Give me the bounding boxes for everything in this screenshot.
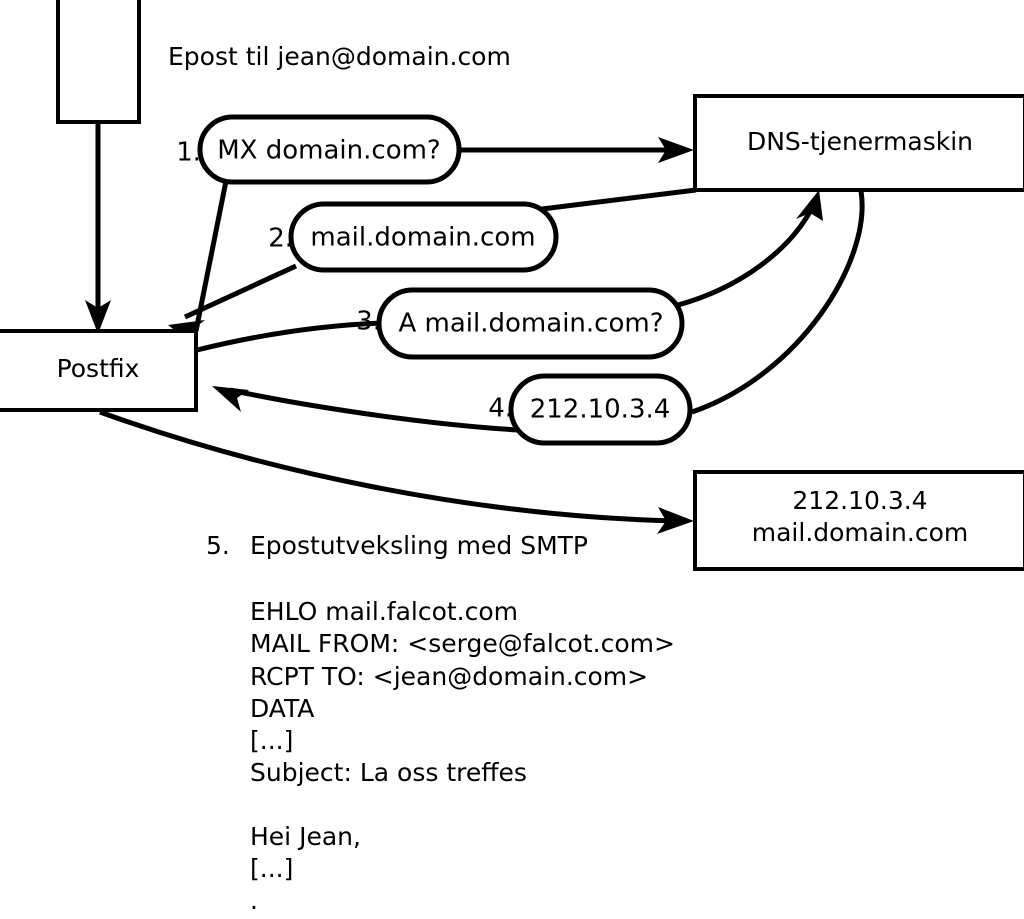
bubble-step-3[interactable]: A mail.domain.com? xyxy=(376,287,685,360)
smtp-transcript: EHLO mail.falcot.com MAIL FROM: <serge@f… xyxy=(250,597,675,915)
bubble-step-2[interactable]: mail.domain.com xyxy=(288,201,559,273)
edge-dns-to-step2 xyxy=(541,187,697,212)
edge-step4-to-postfix xyxy=(212,386,519,433)
bubble-step-2-label: mail.domain.com xyxy=(310,223,535,253)
node-mail-server[interactable]: 212.10.3.4 mail.domain.com xyxy=(693,470,1024,571)
postfix-label: Postfix xyxy=(57,354,140,383)
bubble-step-3-label: A mail.domain.com? xyxy=(399,309,664,339)
node-postfix[interactable]: Postfix xyxy=(0,329,198,412)
step-number-1: 1. xyxy=(176,138,201,168)
transcript-line: [...] xyxy=(250,726,293,755)
step-number-3: 3. xyxy=(356,307,381,337)
edge-dns-to-step4 xyxy=(691,190,865,415)
step-5-label: Epostutveksling med SMTP xyxy=(250,531,588,560)
edge-step3-to-dns xyxy=(677,190,823,308)
bubble-step-4-label: 212.10.3.4 xyxy=(530,395,671,425)
transcript-line: MAIL FROM: <serge@falcot.com> xyxy=(250,629,675,658)
transcript-line: Hei Jean, xyxy=(250,822,361,851)
node-dns-server[interactable]: DNS-tjenermaskin xyxy=(693,94,1024,192)
step-number-2: 2. xyxy=(268,224,293,254)
transcript-line: Subject: La oss treffes xyxy=(250,758,527,787)
dns-server-label: DNS-tjenermaskin xyxy=(747,127,973,156)
step-number-4: 4. xyxy=(488,394,513,424)
bubble-step-1[interactable]: MX domain.com? xyxy=(197,114,462,185)
mail-server-hostname: mail.domain.com xyxy=(752,518,968,547)
page-title: Epost til jean@domain.com xyxy=(168,42,511,71)
transcript-line: DATA xyxy=(250,694,314,723)
transcript-line: [...] xyxy=(250,854,293,883)
edge-client-to-postfix xyxy=(85,122,111,334)
edge-step1-to-dns xyxy=(458,137,694,163)
node-client[interactable] xyxy=(56,0,141,124)
transcript-line: EHLO mail.falcot.com xyxy=(250,597,518,626)
edge-postfix-to-step3 xyxy=(196,320,383,353)
bubble-step-4[interactable]: 212.10.3.4 xyxy=(508,373,693,446)
transcript-line: RCPT TO: <jean@domain.com> xyxy=(250,662,648,691)
mail-server-ip: 212.10.3.4 xyxy=(792,486,927,515)
edge-postfix-to-step1 xyxy=(193,180,229,332)
bubble-step-1-label: MX domain.com? xyxy=(217,136,440,166)
step-number-5: 5. xyxy=(206,531,230,560)
edge-postfix-to-mailserver xyxy=(99,409,694,534)
transcript-line: . xyxy=(250,886,258,915)
